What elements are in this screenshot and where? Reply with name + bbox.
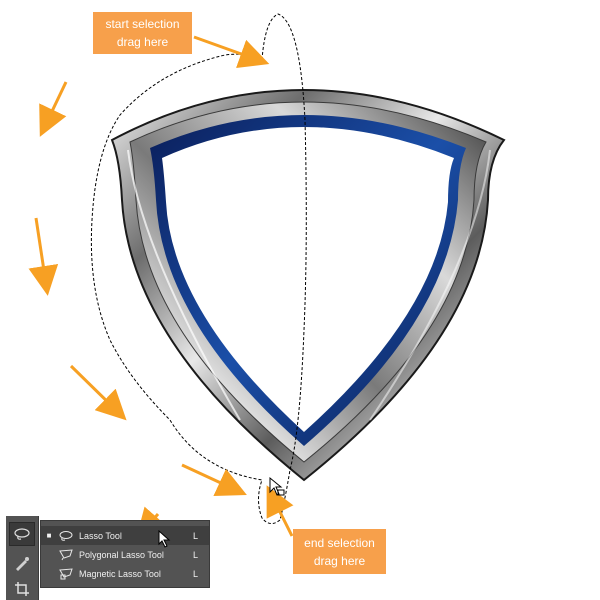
lasso-tools-flyout: ■ Lasso Tool L Polygonal Lasso Tool L: [40, 520, 210, 588]
healing-brush-tool-button[interactable]: [9, 552, 35, 576]
flyout-item-label: Magnetic Lasso Tool: [79, 568, 161, 579]
flyout-item-shortcut: L: [193, 568, 199, 579]
callout-start-selection: start selection drag here: [93, 12, 192, 54]
flyout-item-label: Polygonal Lasso Tool: [79, 549, 164, 560]
flyout-item-shortcut: L: [193, 549, 199, 560]
callout-end-selection: end selection drag here: [293, 529, 386, 574]
magnetic-lasso-icon: [57, 567, 75, 581]
selected-marker: ■: [46, 531, 52, 540]
arrow-down-4: [181, 463, 247, 497]
mouse-pointer-icon: [158, 530, 171, 548]
brush-icon: [16, 557, 29, 571]
crop-icon: [15, 582, 29, 596]
flyout-item-shortcut: L: [193, 530, 199, 541]
tool-strip: [6, 516, 39, 600]
arrow-down-2: [28, 217, 59, 296]
arrow-down-1: [39, 81, 68, 137]
flyout-item-magnetic-lasso-tool[interactable]: Magnetic Lasso Tool L: [41, 564, 209, 583]
shield: [110, 89, 506, 482]
arrow-down-3: [69, 364, 127, 421]
lasso-selection-path: [90, 13, 307, 524]
flyout-item-polygonal-lasso-tool[interactable]: Polygonal Lasso Tool L: [41, 545, 209, 564]
flyout-item-lasso-tool[interactable]: ■ Lasso Tool L: [41, 526, 209, 545]
arrow-start: [193, 35, 270, 69]
lasso-icon: [57, 529, 75, 543]
flyout-item-label: Lasso Tool: [79, 530, 122, 541]
crop-tool-button[interactable]: [9, 577, 35, 600]
arrow-end: [266, 485, 294, 537]
lasso-icon: [14, 528, 30, 540]
lasso-tool-button[interactable]: [9, 522, 35, 546]
polygonal-lasso-icon: [57, 548, 75, 562]
lasso-cursor-icon: [269, 476, 285, 496]
